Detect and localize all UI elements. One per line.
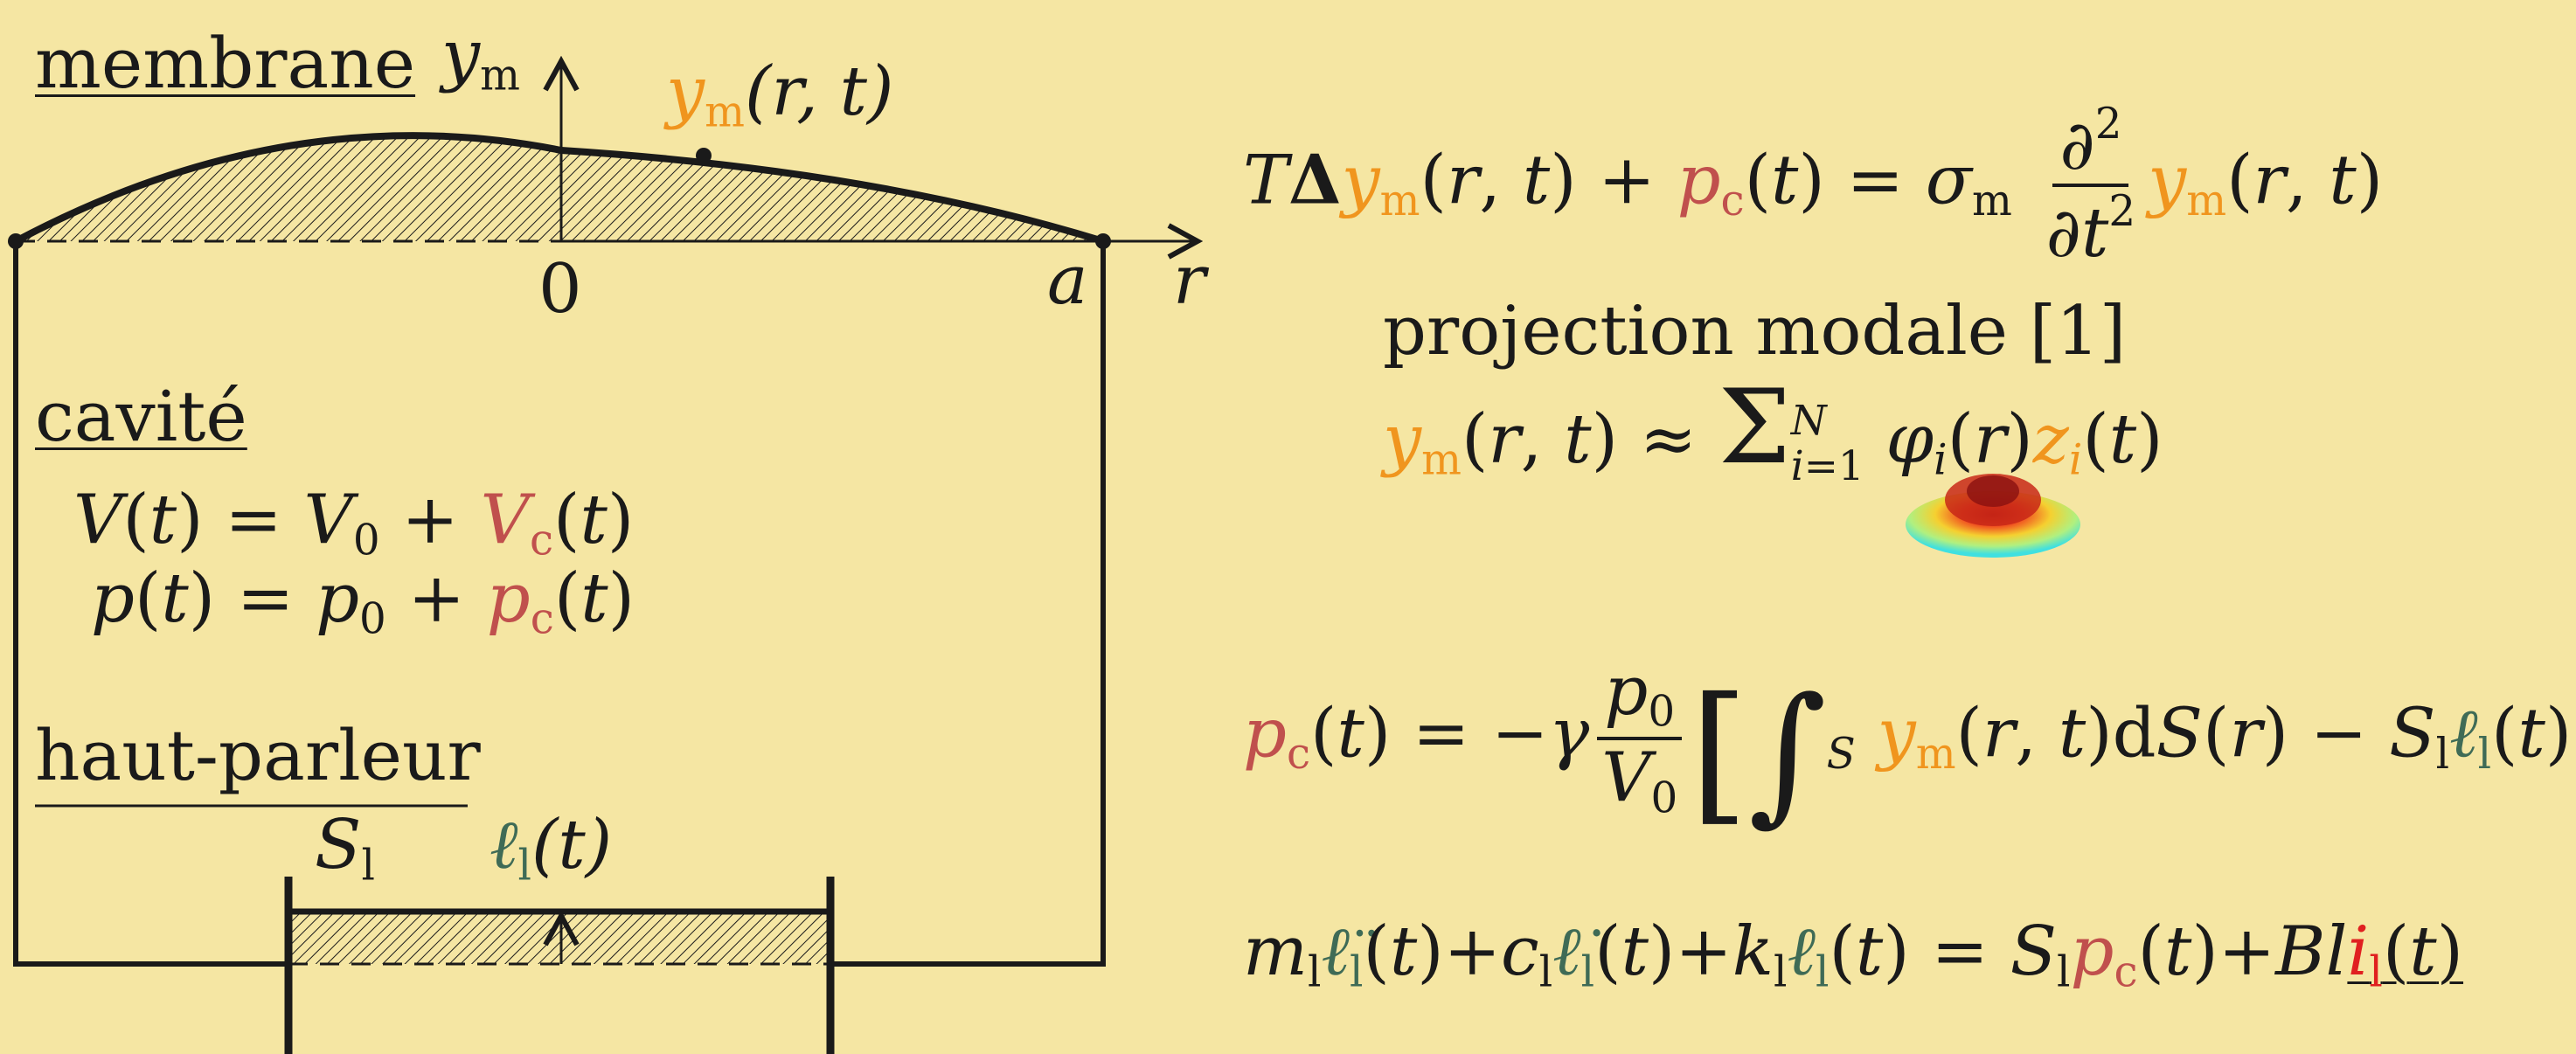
membrane-shape	[16, 135, 1103, 241]
radius-label: a	[1047, 241, 1088, 320]
speaker-diaphragm	[292, 912, 827, 964]
speaker-equation: mlℓ̈l(t)+clℓ̇l(t)+klℓl(t) = Slpc(t)+Blil…	[1243, 912, 2464, 997]
cavity-wall	[13, 241, 288, 967]
speaker-label: haut-parleur	[35, 715, 481, 796]
r-axis-label: r	[1173, 241, 1206, 320]
origin-label: 0	[538, 250, 582, 329]
cavity-schematic	[8, 0, 1224, 1054]
cavity-label: cavité	[35, 376, 247, 457]
membrane-label: membrane	[35, 23, 416, 104]
cavity-pressure-equation: p(t) = p0 + pc(t)	[91, 559, 635, 644]
speaker-displacement-label: ℓl(t)	[490, 806, 613, 891]
cavity-volume-equation: V(t) = V0 + Vc(t)	[73, 481, 635, 565]
projection-title: projection modale [1]	[1383, 292, 2127, 371]
mode-shape-icon	[1906, 474, 2080, 558]
speaker-area-label: Sl	[315, 806, 375, 891]
membrane-sample-point	[696, 148, 712, 163]
membrane-point-label: ym(r, t)	[666, 52, 894, 137]
cavity-wall-right	[830, 241, 1106, 967]
ym-axis-label: ym	[441, 16, 520, 101]
